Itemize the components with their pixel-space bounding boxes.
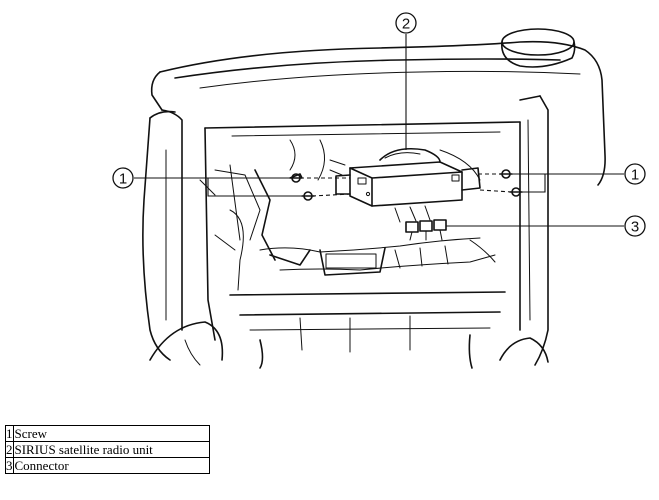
callout-right-1-label: 1 xyxy=(631,167,639,184)
callout-right-1: 1 xyxy=(624,163,646,185)
legend-number: 3 xyxy=(5,457,14,474)
installation-diagram: 1 2 1 3 xyxy=(112,12,646,369)
callout-top-2: 2 xyxy=(395,12,417,34)
legend-number: 1 xyxy=(5,425,14,442)
diagram-drawing: 1 2 1 3 xyxy=(112,12,646,369)
legend-label: SIRIUS satellite radio unit xyxy=(12,441,210,458)
callout-top-2-label: 2 xyxy=(402,16,410,33)
legend-number: 2 xyxy=(5,441,14,458)
satellite-radio-unit xyxy=(335,147,481,207)
table-row: 3 Connector xyxy=(5,457,210,474)
callout-left-1: 1 xyxy=(112,167,134,189)
legend-label: Screw xyxy=(12,425,210,442)
leader-lines xyxy=(134,34,624,227)
legend-label: Connector xyxy=(12,457,210,474)
parts-legend-table: 1 Screw 2 SIRIUS satellite radio unit 3 … xyxy=(5,425,210,474)
screw-paths xyxy=(300,173,513,197)
internal-framework xyxy=(199,139,496,291)
callout-left-1-label: 1 xyxy=(119,171,127,188)
callout-right-3-label: 3 xyxy=(631,219,639,236)
table-row: 2 SIRIUS satellite radio unit xyxy=(5,441,210,458)
connectors xyxy=(394,205,447,241)
table-row: 1 Screw xyxy=(5,425,210,442)
dashboard-outline xyxy=(142,28,606,369)
callout-right-3: 3 xyxy=(624,215,646,237)
